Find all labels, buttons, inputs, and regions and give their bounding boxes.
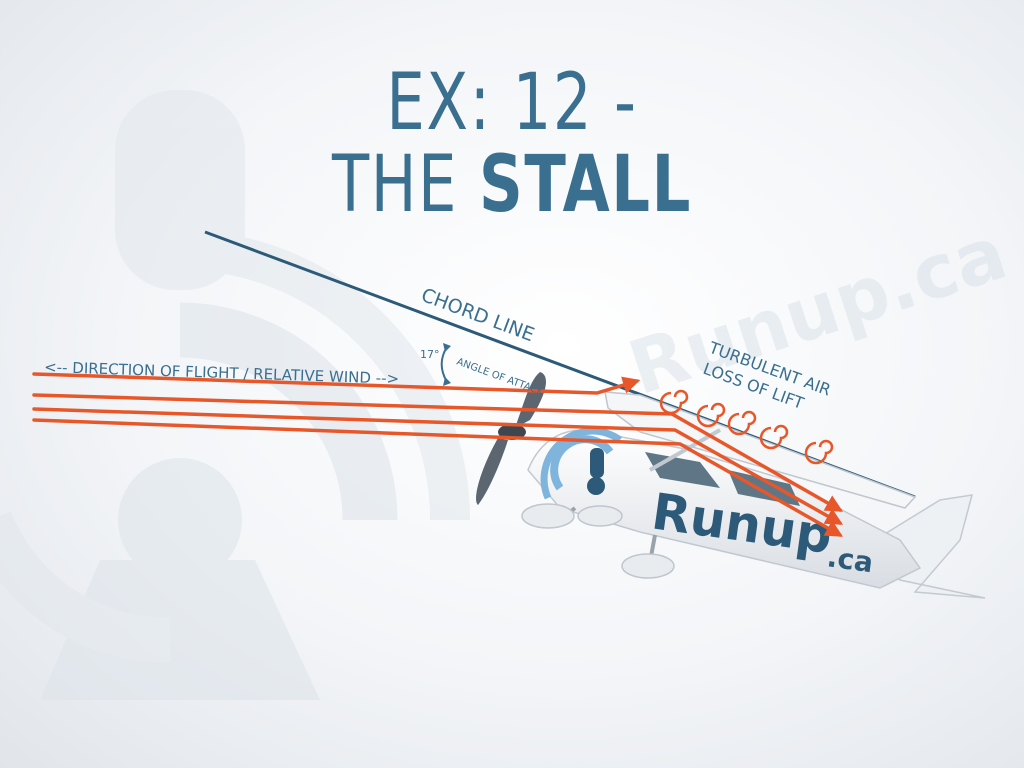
airflow-line-4 [32, 418, 844, 537]
title-emphasis: STALL [478, 140, 692, 230]
turbulence-swirls [659, 389, 834, 465]
swirl-1 [659, 389, 689, 415]
angle-arc-arrow-bottom [443, 377, 451, 386]
chord-line-label: CHORD LINE [418, 284, 537, 346]
angle-of-attack-label: ANGLE OF ATTACK [455, 356, 545, 398]
airplane: Runup .ca [476, 372, 986, 599]
swirl-2 [696, 402, 726, 428]
angle-arc-arrow-top [443, 343, 451, 352]
airflow-line-1 [32, 372, 641, 395]
angle-arc [440, 346, 448, 383]
angle-value: 17° [420, 348, 440, 361]
title-line-1: EX: 12 - [386, 58, 638, 148]
fuselage-brand-suffix: .ca [825, 540, 875, 579]
watermark-logo [0, 90, 470, 700]
title-prefix: THE [332, 140, 479, 230]
airflow-line-3 [32, 407, 844, 525]
swirl-4 [759, 424, 789, 450]
swirl-3 [727, 410, 757, 436]
landing-gear [521, 503, 675, 579]
fuselage-logo [540, 427, 623, 500]
title-line-2: THE STALL [113, 140, 912, 230]
side-window [728, 470, 800, 506]
swirl-5 [804, 439, 834, 465]
